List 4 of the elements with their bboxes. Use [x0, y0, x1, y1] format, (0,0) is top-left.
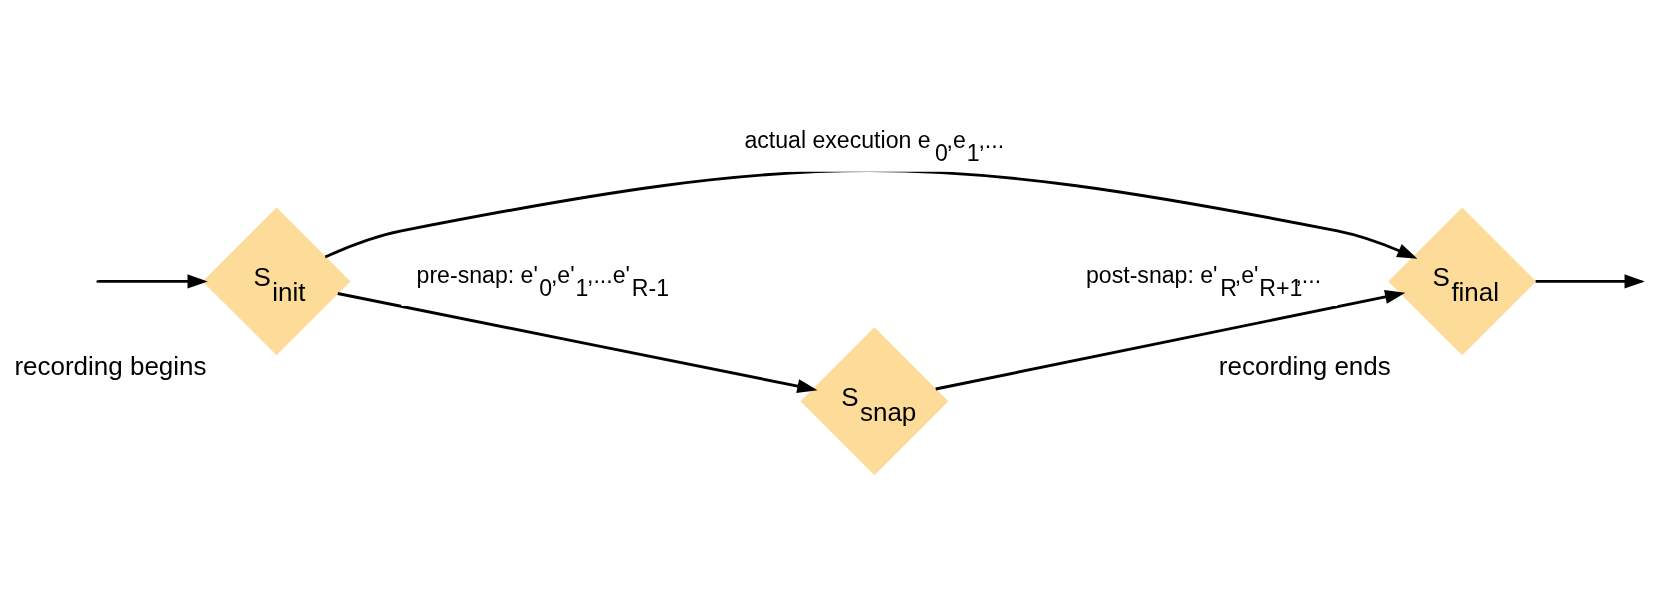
node-label: recording ends: [1218, 350, 1391, 381]
arrow: [337, 291, 818, 393]
arrow: [935, 289, 1406, 390]
arrow: [98, 273, 208, 288]
